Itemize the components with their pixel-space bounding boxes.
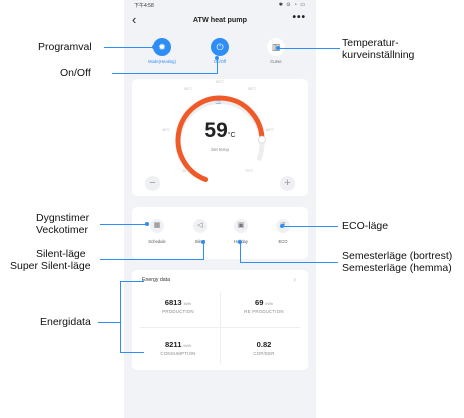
power-icon: ⏻	[211, 38, 229, 56]
eco-label: ECO	[278, 239, 288, 244]
tick-label: 20°C	[182, 169, 191, 173]
gauge-knob	[258, 135, 266, 144]
thermostat-card: ♨ 59°C Set temp 20°C 40°C 45°C 50°C 55°C…	[132, 79, 308, 196]
callout-line	[240, 262, 338, 263]
callout-eco: ECO-läge	[342, 220, 389, 232]
callout-line	[100, 224, 146, 225]
on-off-button[interactable]: ⏻ On/Off	[200, 38, 240, 64]
callout-line	[282, 226, 338, 227]
callout-dot	[276, 46, 280, 50]
status-bar: 下午4:58 ✱ ⊙ ◔ ▭	[124, 0, 316, 10]
energy-title: Energy data	[142, 277, 170, 283]
tick-label: 45°C	[184, 87, 193, 91]
mode-row: ✹ Mode(Heating) ⏻ On/Off ▥ Curve	[124, 38, 316, 70]
set-temperature-value: 59°C	[204, 119, 236, 142]
callout-programval: Programval	[38, 41, 92, 53]
tick-label: 50°C	[216, 80, 225, 84]
callout-silent: Silent-läge	[36, 248, 86, 260]
callout-line	[120, 281, 121, 353]
heating-icon: ♨	[215, 97, 223, 106]
gauge-value-arc	[175, 95, 265, 182]
callout-dygnstimer: Dygnstimer	[36, 212, 90, 224]
consumption-value: 8211	[164, 340, 182, 349]
cop-value: 0.82	[256, 340, 272, 349]
callout-dot	[238, 240, 242, 244]
callout-veckotimer: Veckotimer	[36, 224, 88, 236]
callout-dot	[215, 56, 219, 60]
consumption-unit: kWh	[183, 344, 192, 348]
decrease-temp-button[interactable]: −	[145, 176, 160, 191]
cop-stat: 0.82 COP/EER	[222, 340, 306, 356]
top-bar: ‹ ATW heat pump •••	[124, 10, 316, 32]
increase-temp-button[interactable]: +	[280, 176, 295, 191]
more-icon[interactable]: •••	[292, 12, 306, 23]
tick-label: 60°C	[266, 128, 275, 132]
re-production-value: 69	[254, 298, 264, 307]
tick-label: 55°C	[248, 87, 257, 91]
on-off-label: On/Off	[213, 59, 227, 64]
schedule-label: Schedule	[148, 239, 166, 244]
callout-temperatur-2: kurveinställning	[342, 49, 415, 61]
callout-line	[100, 259, 204, 260]
calendar-icon: ▦	[150, 219, 164, 233]
set-temp-label: Set temp	[210, 147, 229, 152]
callout-line	[120, 352, 144, 353]
re-production-unit: kWh	[265, 302, 274, 306]
production-value: 6813	[164, 298, 182, 307]
page-title: ATW heat pump	[192, 15, 248, 24]
callout-dot	[201, 240, 205, 244]
eco-button[interactable]: ❦ ECO	[268, 219, 298, 244]
callout-line	[104, 47, 154, 48]
callout-dot	[152, 45, 156, 49]
production-caption: PRODUCTION	[162, 309, 194, 314]
production-unit: kWh	[183, 302, 192, 306]
consumption-caption: CONSUMPTION	[160, 351, 196, 356]
callout-temperatur-1: Temperatur-	[342, 37, 399, 49]
status-time: 下午4:58	[134, 3, 154, 9]
callout-line	[203, 242, 204, 260]
callout-line	[240, 242, 241, 263]
tick-label: 70°C	[245, 169, 254, 173]
callout-line	[217, 58, 218, 74]
curve-button[interactable]: ▥ Curve	[256, 38, 296, 64]
schedule-button[interactable]: ▦ Schedule	[142, 219, 172, 244]
callout-super-silent: Super Silent-läge	[10, 260, 91, 272]
callout-semester-bort: Semesterläge (bortrest)	[342, 250, 453, 262]
suitcase-icon: ▣	[234, 219, 248, 233]
speaker-icon: ◁	[193, 219, 207, 233]
chevron-left-icon[interactable]: ‹	[132, 12, 137, 27]
function-card: ▦ Schedule ◁ Silent ▣ Holiday ❦ ECO	[132, 207, 308, 259]
mode-label: Mode(Heating)	[148, 59, 176, 64]
tick-label: 40°C	[162, 128, 171, 132]
status-icons: ✱ ⊙ ◔ ▭	[278, 2, 306, 8]
callout-line	[120, 281, 144, 282]
sun-icon: ✹	[153, 38, 171, 56]
callout-on-off: On/Off	[60, 67, 91, 79]
callout-line	[98, 322, 120, 323]
callout-dot	[145, 222, 149, 226]
callout-energidata: Energidata	[40, 316, 91, 328]
curve-label: Curve	[270, 59, 282, 64]
cop-caption: COP/EER	[253, 351, 275, 356]
re-production-caption: RE PRODUCTION	[244, 309, 284, 314]
callout-line	[278, 48, 340, 49]
silent-label: Silent	[194, 239, 206, 244]
callout-line	[112, 73, 218, 74]
callout-semester-hemma: Semesterläge (hemma)	[342, 262, 452, 274]
chevron-right-icon[interactable]: ›	[293, 275, 296, 284]
divider	[220, 292, 221, 364]
temperature-unit: °C	[227, 132, 236, 139]
callout-dot	[280, 224, 284, 228]
mode-heating-button[interactable]: ✹ Mode(Heating)	[142, 38, 182, 64]
silent-button[interactable]: ◁ Silent	[185, 219, 215, 244]
temperature-gauge[interactable]	[132, 79, 308, 196]
phone-screen: 下午4:58 ✱ ⊙ ◔ ▭ ‹ ATW heat pump ••• ✹ Mod…	[124, 0, 316, 418]
